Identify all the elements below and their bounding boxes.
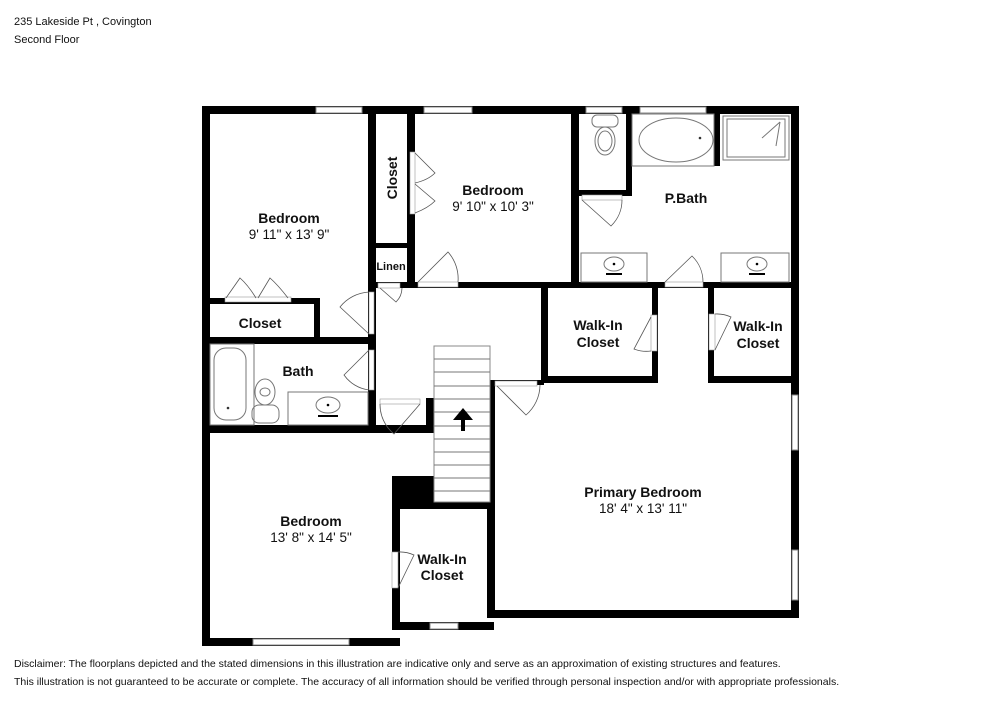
property-address: 235 Lakeside Pt , Covington — [14, 16, 152, 28]
room-name: Bedroom — [280, 513, 341, 529]
room-name: Bath — [282, 363, 313, 379]
doors — [224, 151, 732, 589]
room-bath: Bath — [282, 363, 313, 379]
room-name: Bedroom — [258, 210, 319, 226]
fixtures — [209, 113, 790, 426]
room-name: Bedroom — [462, 182, 523, 198]
up-arrow-icon — [453, 408, 473, 431]
room-name-line1: Walk-In — [573, 317, 622, 333]
room-name-line1: Walk-In — [417, 551, 466, 567]
room-primary-bedroom: Primary Bedroom 18' 4" x 13' 11" — [584, 484, 701, 516]
room-name: Linen — [376, 261, 406, 273]
room-name-line2: Closet — [577, 334, 620, 350]
room-name-line2: Closet — [421, 567, 464, 583]
room-name: Closet — [384, 156, 400, 199]
room-closet-w: Closet — [239, 315, 282, 331]
room-name: Closet — [239, 315, 282, 331]
disclaimer-line-2: This illustration is not guaranteed to b… — [14, 676, 840, 688]
room-name: Primary Bedroom — [584, 484, 701, 500]
room-dims: 13' 8" x 14' 5" — [270, 530, 352, 545]
room-dims: 9' 10" x 10' 3" — [452, 199, 534, 214]
room-name-line1: Walk-In — [733, 318, 782, 334]
room-walkin-closet-3: Walk-In Closet — [417, 551, 466, 583]
room-closet-vertical: Closet — [384, 156, 400, 199]
room-dims: 18' 4" x 13' 11" — [599, 501, 687, 516]
room-bedroom-n: Bedroom 9' 10" x 10' 3" — [452, 182, 534, 214]
stairs — [433, 345, 491, 503]
disclaimer-line-1: Disclaimer: The floorplans depicted and … — [14, 658, 781, 670]
room-name-line2: Closet — [737, 335, 780, 351]
room-bedroom-nw: Bedroom 9' 11" x 13' 9" — [249, 210, 330, 242]
floor-label: Second Floor — [14, 34, 80, 46]
room-walkin-closet-1: Walk-In Closet — [573, 317, 622, 350]
room-name: P.Bath — [665, 190, 708, 206]
room-pbath: P.Bath — [665, 190, 708, 206]
room-linen: Linen — [376, 261, 406, 273]
room-walkin-closet-2: Walk-In Closet — [733, 318, 782, 351]
room-bedroom-sw: Bedroom 13' 8" x 14' 5" — [270, 513, 352, 545]
room-dims: 9' 11" x 13' 9" — [249, 227, 330, 242]
windows — [252, 106, 799, 646]
